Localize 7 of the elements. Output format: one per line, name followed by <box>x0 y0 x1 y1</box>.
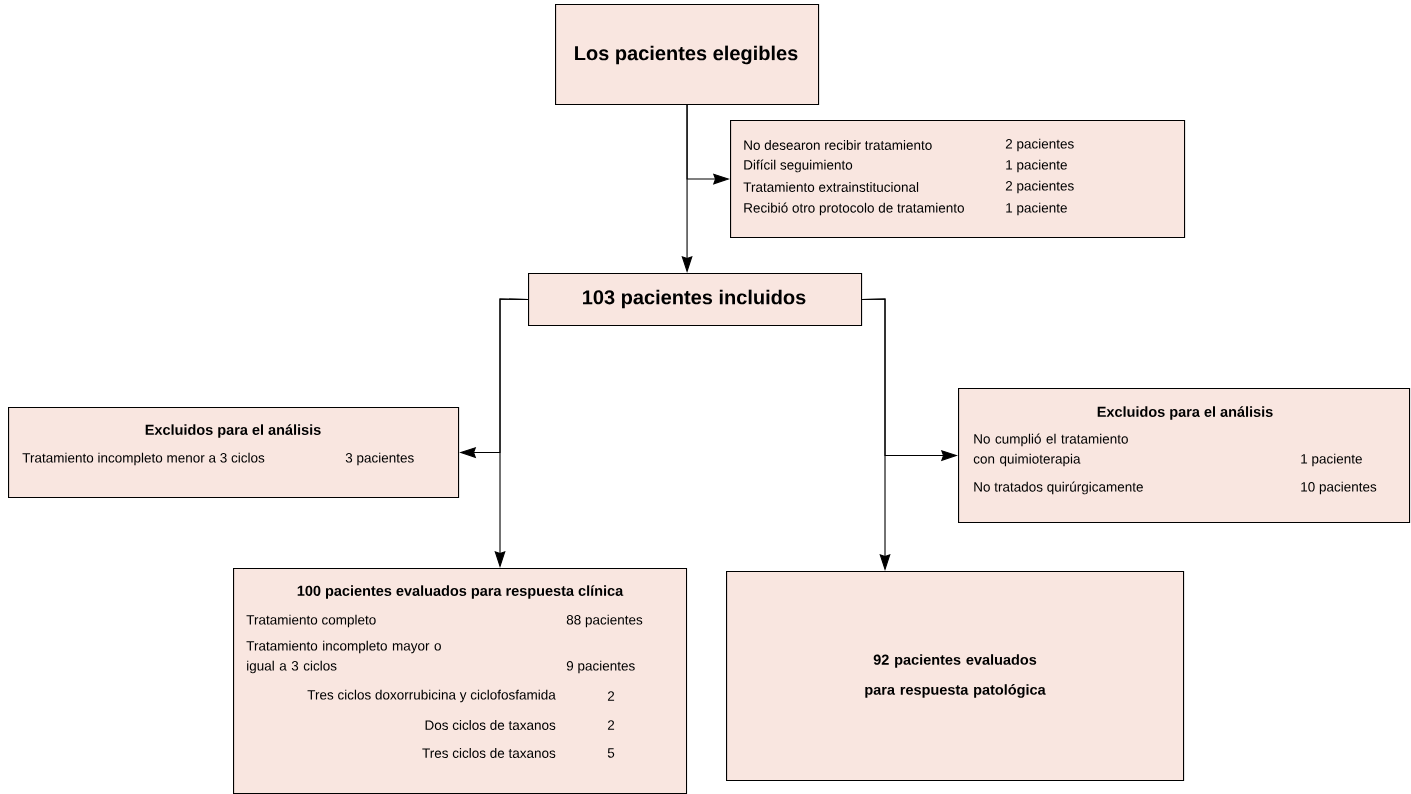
result-box: 92 pacientes evaluados para respuesta patológica <box>726 571 1185 782</box>
start-box: Los pacientes elegibles <box>555 4 820 106</box>
exclusion-box: Excluidos para el análisis Tratamiento incompleto menor a 3 ciclos 3 pacientes <box>8 407 460 499</box>
result-box: 100 pacientes evaluados para respuesta clínica Tratamiento completo 88 pacientes Tratamiento incompleto mayor o igual a 3 ciclos 9 pacientes Tres ciclos doxorrubicina y ciclofosfamida 2 Dos ciclos de taxanos 2 Tres ciclos de taxanos 5 <box>233 568 688 794</box>
exclusion-box: Excluidos para el análisis No cumplió el tratamiento con quimioterapia 1 paciente No tratados quirúrgicamente 10 pacientes <box>958 388 1411 524</box>
process-box: 103 pacientes incluidos <box>528 273 863 327</box>
exclusion-box: No desearon recibir tratamiento 2 pacientes Difícil seguimiento 1 paciente Tratamiento extrainstitucional 2 pacientes Recibió otro protocolo de tratamiento 1 paciente <box>730 120 1186 239</box>
